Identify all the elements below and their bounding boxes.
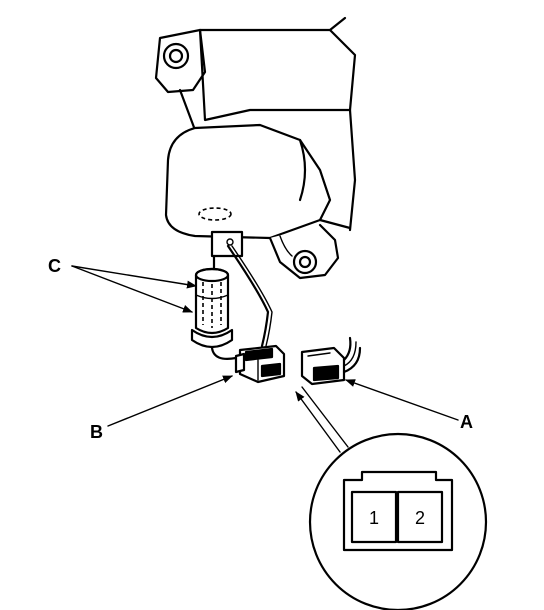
label-a: A xyxy=(460,412,473,432)
leader-lines xyxy=(71,265,459,453)
label-b: B xyxy=(90,422,103,442)
connector-a xyxy=(300,336,362,386)
sensor-bracket xyxy=(210,230,244,274)
terminal-detail: 1 2 xyxy=(308,432,488,610)
pin-1-label: 1 xyxy=(369,508,379,528)
label-c: C xyxy=(48,256,61,276)
pin-2-label: 2 xyxy=(415,508,425,528)
connector-b xyxy=(234,344,286,384)
harness-wire xyxy=(226,244,273,348)
housing xyxy=(154,16,357,280)
sensor-c xyxy=(190,267,246,360)
